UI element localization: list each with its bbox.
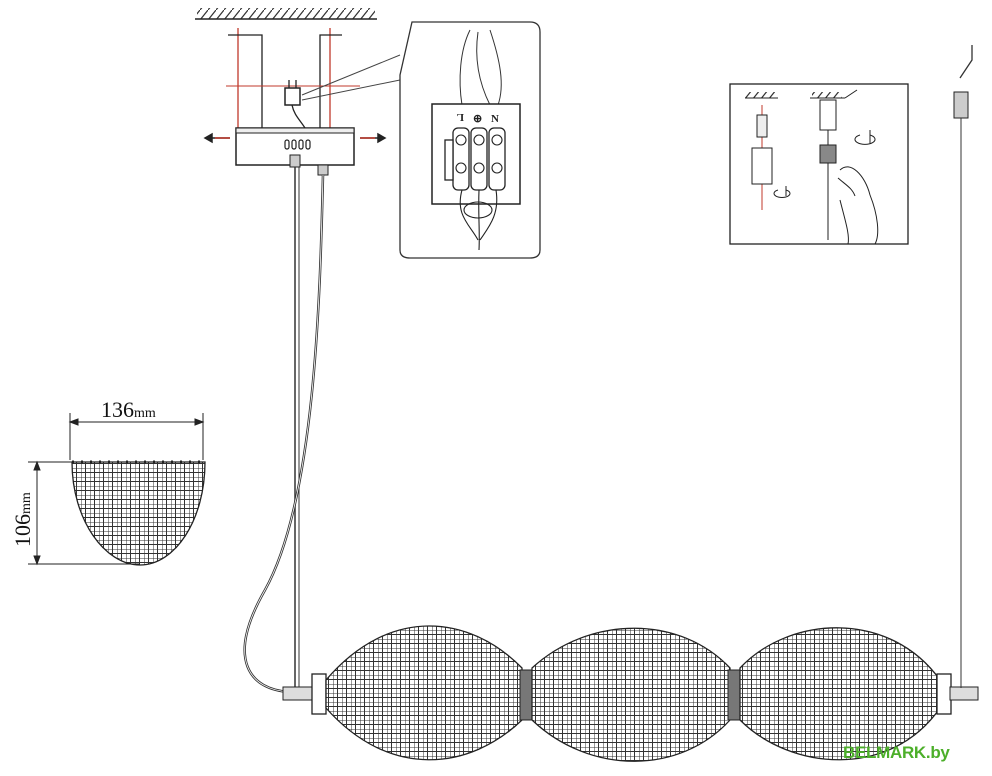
glass-segment-3 xyxy=(739,627,941,761)
cable-adjust-inset xyxy=(729,83,909,245)
terminal-label-neutral: N xyxy=(491,113,499,125)
right-suspension xyxy=(953,45,973,688)
glass-segment-1 xyxy=(325,625,523,761)
shade-drawing xyxy=(71,461,206,566)
terminal-block-inset: L ⊕ N xyxy=(399,21,541,259)
canopy xyxy=(203,127,387,176)
callout-lines xyxy=(301,54,401,101)
ceiling xyxy=(195,8,377,20)
mounting-bracket xyxy=(226,28,360,129)
suspension-cables xyxy=(243,167,325,694)
fixture-body xyxy=(282,625,979,762)
shade-width-label: 136mm xyxy=(101,397,156,422)
terminal-label-ground: ⊕ xyxy=(473,113,482,125)
shade-detail: 136mm 106mm xyxy=(10,397,206,566)
glass-segment-2 xyxy=(531,627,731,762)
shade-height-label: 106mm xyxy=(10,492,35,547)
watermark: BELMARK.by xyxy=(843,743,950,762)
terminal-label-live: L xyxy=(457,111,464,123)
